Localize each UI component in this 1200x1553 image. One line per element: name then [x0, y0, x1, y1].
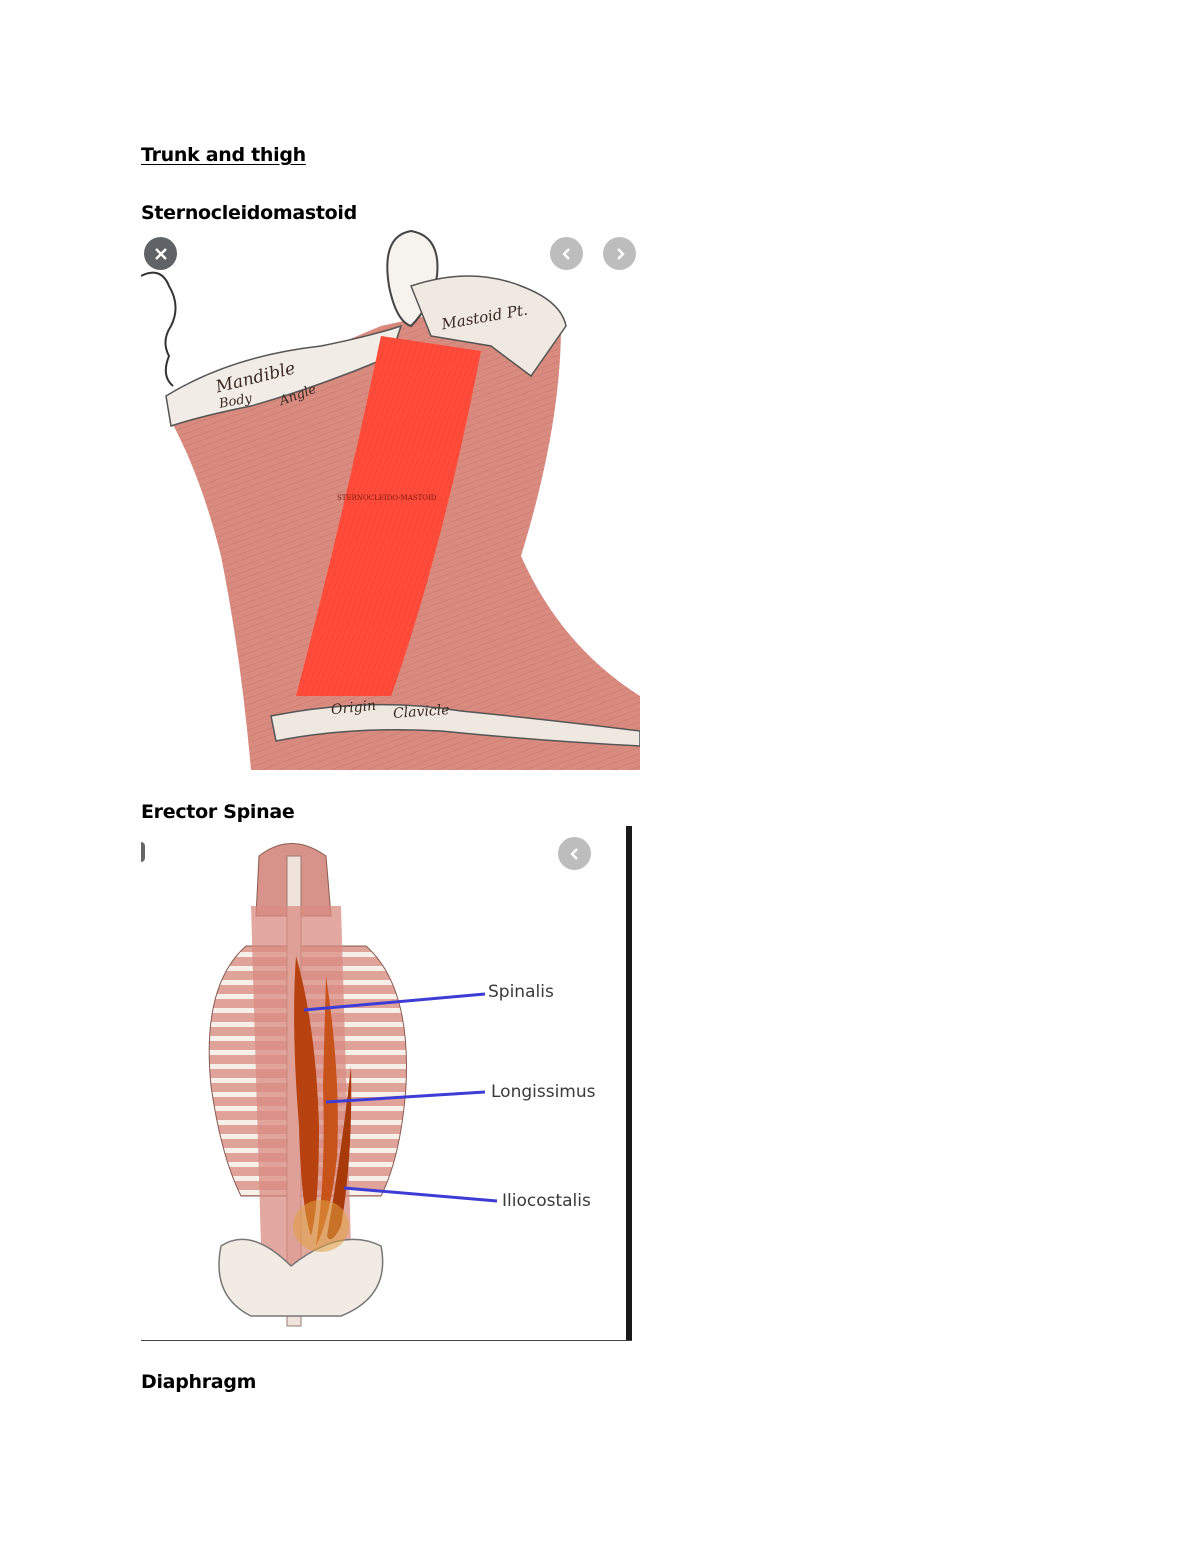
spinalis-muscle: [294, 956, 319, 1236]
chevron-left-icon: [561, 247, 570, 260]
section-heading-diaphragm: Diaphragm: [141, 1371, 257, 1393]
label-spinalis: Spinalis: [488, 982, 554, 1002]
face-outline: [141, 271, 177, 387]
label-longissimus: Longissimus: [491, 1082, 596, 1102]
sacral-region: [293, 1200, 349, 1252]
section-heading-erector-spinae: Erector Spinae: [141, 801, 295, 823]
next-image-button[interactable]: [603, 237, 636, 270]
longissimus-pointer: [325, 1090, 486, 1104]
previous-image-button-2[interactable]: [558, 837, 591, 870]
figure-frame-edge: [626, 826, 632, 1340]
close-button[interactable]: [144, 237, 177, 270]
previous-image-button[interactable]: [550, 237, 583, 270]
iliocostalis-pointer: [343, 1186, 498, 1203]
spinalis-pointer: [303, 992, 486, 1012]
pelvis-bone: [218, 1238, 384, 1317]
chevron-right-icon: [616, 247, 625, 260]
erector-spinae-figure: Spinalis Longissimus Iliocostalis: [141, 826, 632, 1341]
figure-frame-edge-left: [141, 842, 145, 862]
close-icon: [154, 247, 167, 260]
sternocleidomastoid-figure: Mastoid Pt. Mandible Body Angle Origin C…: [141, 226, 640, 770]
section-heading-sternocleidomastoid: Sternocleidomastoid: [141, 202, 357, 224]
iliocostalis-muscle: [327, 1066, 352, 1240]
neck-anatomy-illustration: [141, 229, 640, 770]
chevron-left-icon: [569, 847, 578, 860]
label-iliocostalis: Iliocostalis: [502, 1191, 591, 1211]
mastoid-bone: [410, 275, 567, 378]
clavicle-bone: [270, 703, 640, 747]
annotation-scm: STERNOCLEIDO-MASTOID: [337, 494, 437, 502]
page-title: Trunk and thigh: [141, 144, 306, 166]
longissimus-muscle: [316, 976, 338, 1246]
back-anatomy-illustration: [208, 843, 498, 1327]
